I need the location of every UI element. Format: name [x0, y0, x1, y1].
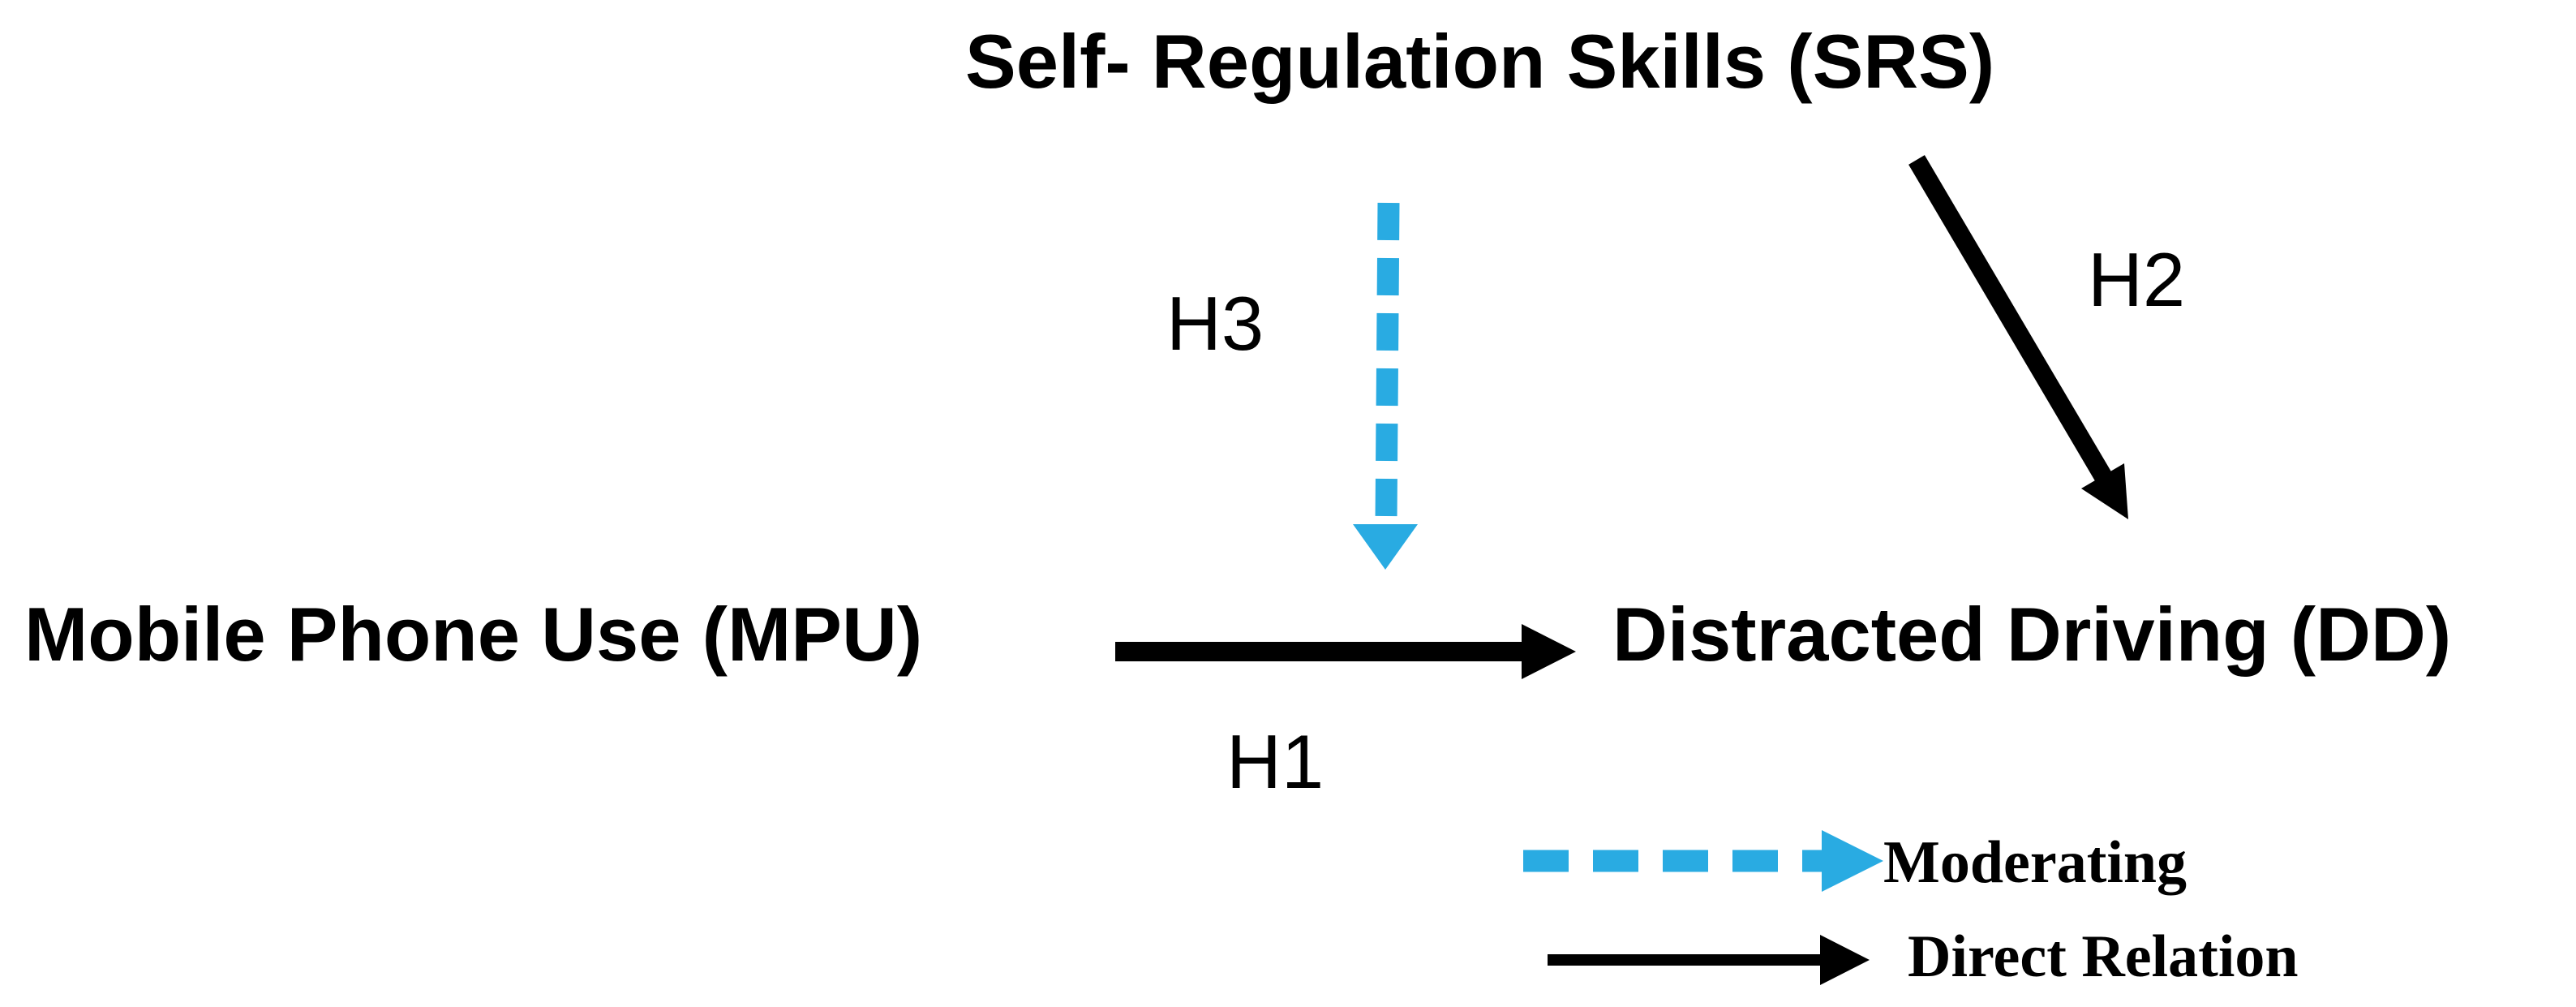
- node-distracted-driving: Distracted Driving (DD): [1612, 592, 2452, 677]
- legend-direct-arrow-icon: [1548, 935, 1870, 985]
- h2-direct-arrow-head: [2081, 463, 2128, 519]
- h1-direct-arrow: [1115, 624, 1576, 679]
- h3-moderating-arrow-head: [1353, 524, 1418, 570]
- legend-label-moderating: Moderating: [1883, 829, 2187, 896]
- hypothesis-label-h1: H1: [1226, 719, 1324, 804]
- legend-moderating-arrow-head: [1822, 830, 1883, 892]
- h3-moderating-arrow-line: [1375, 202, 1400, 522]
- hypothesis-label-h3: H3: [1166, 281, 1264, 366]
- h2-direct-arrow: [1908, 155, 2128, 519]
- legend-direct-arrow-head: [1820, 935, 1870, 985]
- h1-direct-arrow-head: [1522, 624, 1576, 679]
- h2-direct-arrow-line: [1908, 155, 2111, 481]
- node-mobile-phone-use: Mobile Phone Use (MPU): [24, 592, 923, 677]
- hypothesis-label-h2: H2: [2088, 237, 2186, 322]
- h3-moderating-arrow: [1353, 202, 1418, 570]
- node-self-regulation-skills: Self- Regulation Skills (SRS): [965, 19, 1995, 104]
- legend-label-direct-relation: Direct Relation: [1908, 923, 2299, 990]
- legend-moderating-arrow-icon: [1523, 830, 1883, 892]
